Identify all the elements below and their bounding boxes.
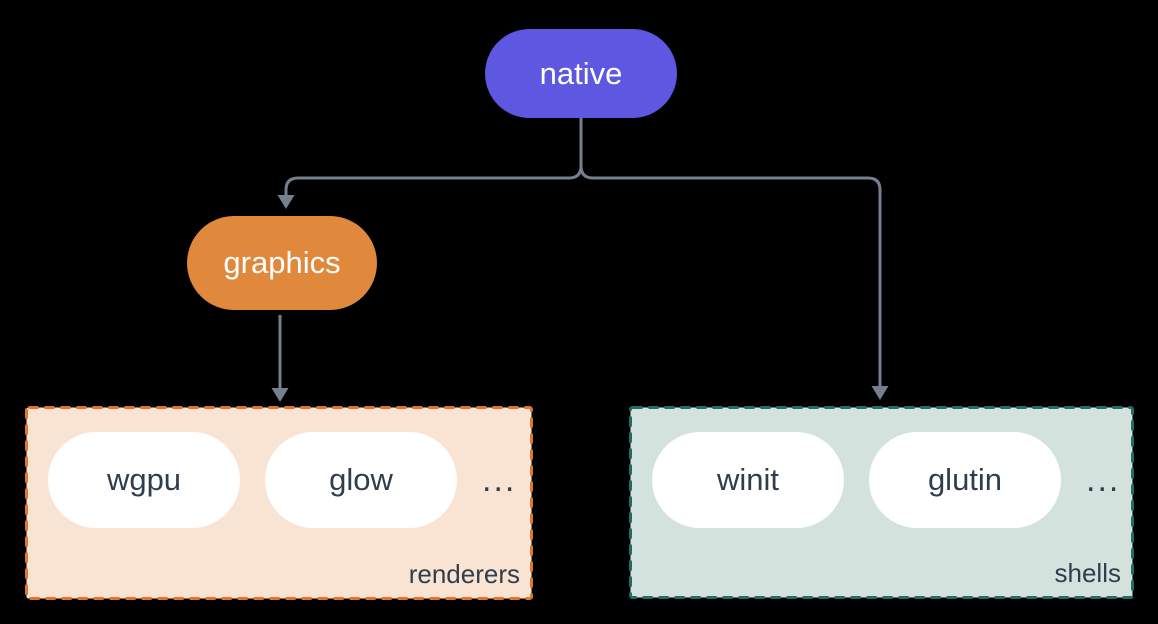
node-native-label: native (539, 55, 623, 91)
arrowhead-into-renderers (271, 388, 289, 402)
node-glutin-label: glutin (927, 462, 1003, 497)
node-graphics: graphics (187, 216, 377, 310)
arrowhead-into-graphics (277, 195, 295, 209)
node-winit-label: winit (716, 462, 779, 497)
edge-native-to-graphics (284, 118, 583, 196)
arrowhead-into-shells (871, 386, 889, 400)
shells-group-label: shells (1054, 558, 1121, 588)
renderers-group-label: renderers (408, 559, 520, 589)
node-glow-label: glow (329, 462, 393, 497)
node-native: native (485, 29, 677, 118)
node-winit: winit (652, 432, 844, 528)
group-shells: winit glutin ... shells (629, 406, 1134, 599)
edge-native-to-shells (579, 118, 882, 387)
node-glutin: glutin (869, 432, 1061, 528)
node-graphics-label: graphics (223, 245, 341, 280)
node-glow: glow (265, 432, 457, 528)
node-wgpu-label: wgpu (106, 462, 182, 497)
group-renderers: wgpu glow ... renderers (25, 406, 533, 600)
node-wgpu: wgpu (48, 432, 240, 528)
renderers-ellipsis: ... (482, 460, 517, 499)
shells-pill-row: winit glutin ... (652, 432, 1120, 528)
shells-ellipsis: ... (1086, 460, 1121, 499)
renderers-pill-row: wgpu glow ... (48, 432, 516, 528)
